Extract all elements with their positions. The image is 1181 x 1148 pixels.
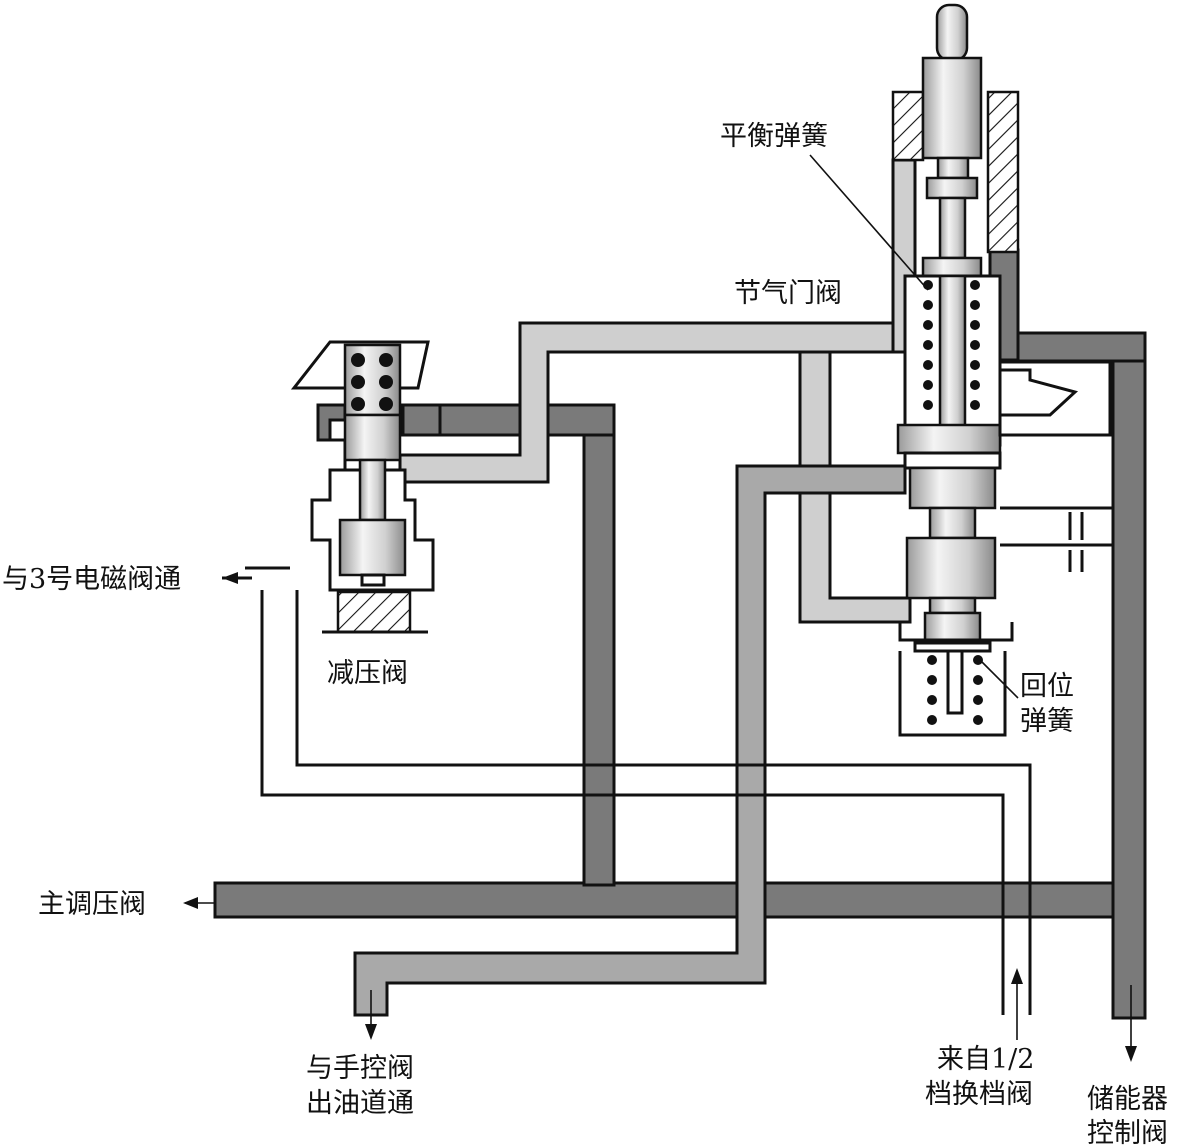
label-return-spring-2: 弹簧 bbox=[1020, 706, 1074, 737]
label-to-solenoid-3: 与3号电磁阀通 bbox=[2, 564, 181, 595]
throttle-valve bbox=[891, 3, 1113, 737]
arrow-left-main bbox=[183, 897, 198, 909]
arrow-down-manual bbox=[365, 1024, 377, 1040]
label-accumulator-1: 储能器 bbox=[1087, 1084, 1168, 1115]
label-pressure-reducing-valve: 减压阀 bbox=[327, 658, 408, 689]
label-accumulator-2: 控制阀 bbox=[1087, 1118, 1168, 1148]
label-manual-valve-2: 出油道通 bbox=[306, 1088, 414, 1119]
label-from-shift-valve-1: 来自1/2 bbox=[937, 1044, 1034, 1075]
flow-arrows bbox=[183, 897, 1137, 1062]
arrow-up-shift bbox=[1011, 968, 1023, 984]
label-main-regulator-valve: 主调压阀 bbox=[38, 889, 146, 920]
label-throttle-valve: 节气门阀 bbox=[734, 278, 842, 309]
label-balance-spring: 平衡弹簧 bbox=[720, 121, 828, 152]
manual-valve-passage bbox=[353, 464, 907, 1017]
label-manual-valve-1: 与手控阀 bbox=[306, 1053, 414, 1084]
arrow-down-accumulator bbox=[1125, 1046, 1137, 1062]
leader-lines bbox=[809, 154, 1019, 699]
solenoid-passage bbox=[222, 566, 1032, 1015]
pressure-reducing-valve bbox=[290, 340, 442, 634]
throttle-pressure-passage bbox=[398, 158, 917, 624]
label-return-spring-1: 回位 bbox=[1020, 671, 1074, 702]
diagram-labels: 平衡弹簧 节气门阀 与3号电磁阀通 减压阀 回位 弹簧 主调压阀 与手控阀 出油… bbox=[2, 121, 1168, 1148]
label-from-shift-valve-2: 档换档阀 bbox=[925, 1079, 1033, 1110]
